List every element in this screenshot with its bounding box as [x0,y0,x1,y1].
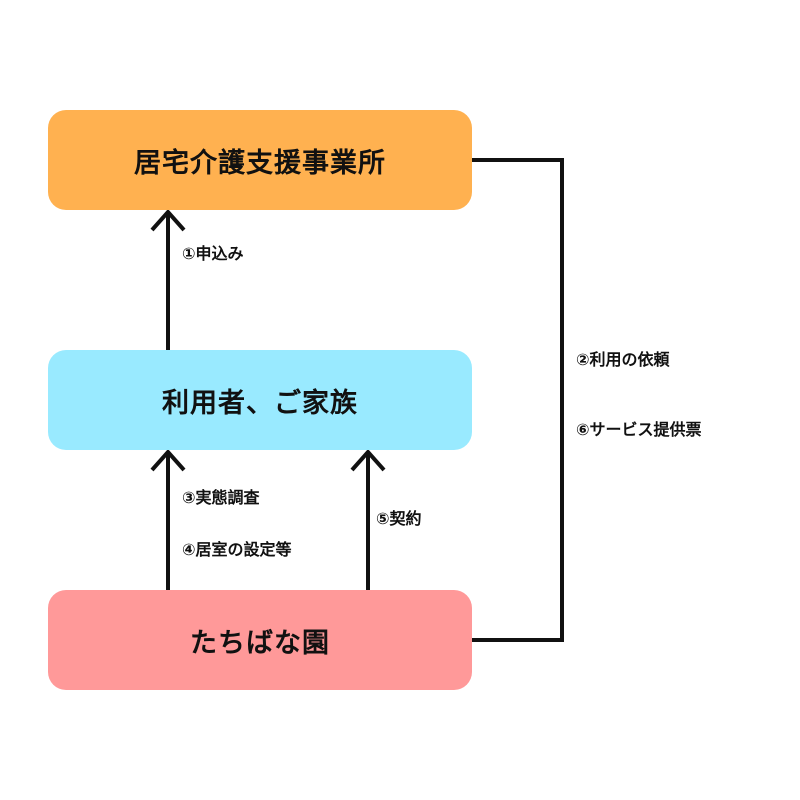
user-family-label: 利用者、ご家族 [162,387,358,419]
care-office-box: 居宅介護支援事業所 [48,110,472,210]
arrow-contract-head [350,448,386,472]
step-usage-request-label: ②利用の依頼 [576,350,670,369]
facility-box: たちばな園 [48,590,472,690]
arrow-apply-head [150,208,186,232]
step-apply-label: ①申込み [182,244,244,263]
arrow-survey-head [150,448,186,472]
user-family-box: 利用者、ご家族 [48,350,472,450]
step-survey-label: ③実態調査 [182,488,260,507]
care-office-label: 居宅介護支援事業所 [134,147,386,179]
bracket-connector [472,158,564,642]
step-service-ticket-label: ⑥サービス提供票 [576,420,702,439]
step-room-setup-label: ④居室の設定等 [182,540,292,559]
step-contract-label: ⑤契約 [376,509,422,528]
facility-label: たちばな園 [190,627,330,659]
